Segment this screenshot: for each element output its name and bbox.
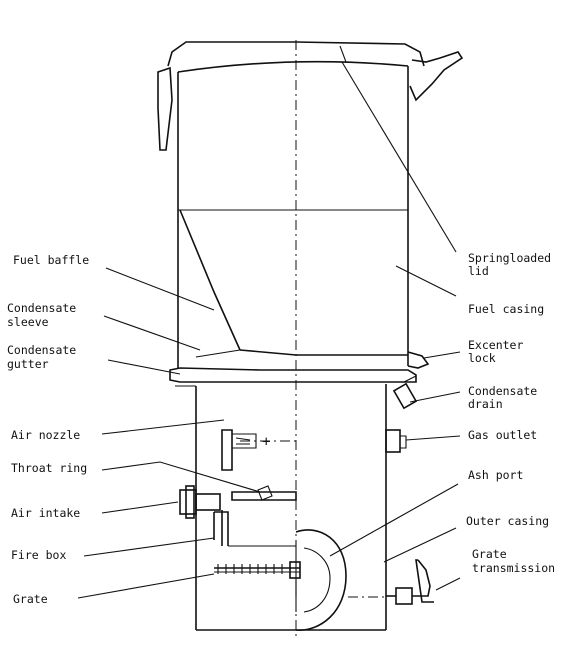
label-outer-casing: Outer casing (466, 514, 549, 528)
outer-casing-drawing (195, 384, 387, 631)
excenter-lock-drawing (407, 351, 430, 369)
label-air-nozzle: Air nozzle (11, 428, 80, 442)
label-fire-box: Fire box (11, 548, 66, 562)
condensate-drain-drawing (392, 375, 418, 410)
label-condensate-gutter-2: gutter (7, 357, 49, 371)
gas-outlet-drawing (385, 429, 407, 453)
ash-port-drawing (295, 529, 347, 631)
label-excenter-lock-1: Excenter (468, 338, 523, 352)
label-springloaded-lid-2: lid (468, 264, 489, 278)
label-condensate-drain-1: Condensate (468, 384, 537, 398)
air-intake-drawing (179, 485, 221, 519)
label-condensate-gutter-1: Condensate (7, 343, 76, 357)
fuel-baffle-drawing (179, 209, 408, 358)
air-nozzle-drawing: + (221, 429, 270, 471)
svg-text:+: + (262, 434, 270, 450)
label-ash-port: Ash port (468, 468, 523, 482)
label-grate-transmission-2: transmission (472, 561, 555, 575)
label-condensate-sleeve-2: sleeve (7, 315, 49, 329)
fuel-casing-drawing (177, 60, 409, 368)
label-gas-outlet: Gas outlet (468, 428, 537, 442)
label-springloaded-lid-1: Springloaded (468, 251, 551, 265)
label-fuel-casing: Fuel casing (468, 302, 544, 316)
label-condensate-drain-2: drain (468, 397, 503, 411)
grate-transmission-drawing (386, 559, 434, 605)
label-fuel-baffle: Fuel baffle (13, 253, 89, 267)
condensate-gutter-drawing (169, 367, 417, 387)
throat-ring-drawing (231, 485, 297, 501)
fire-box-drawing (213, 510, 296, 547)
leader-lines (77, 61, 461, 599)
label-excenter-lock-2: lock (468, 351, 496, 365)
label-grate-transmission-1: Grate (472, 547, 507, 561)
springloaded-lid-drawing (157, 41, 464, 151)
label-air-intake: Air intake (11, 506, 80, 520)
label-throat-ring: Throat ring (11, 461, 87, 475)
grate-drawing (214, 561, 301, 596)
label-grate: Grate (13, 592, 48, 606)
label-condensate-sleeve-1: Condensate (7, 301, 76, 315)
